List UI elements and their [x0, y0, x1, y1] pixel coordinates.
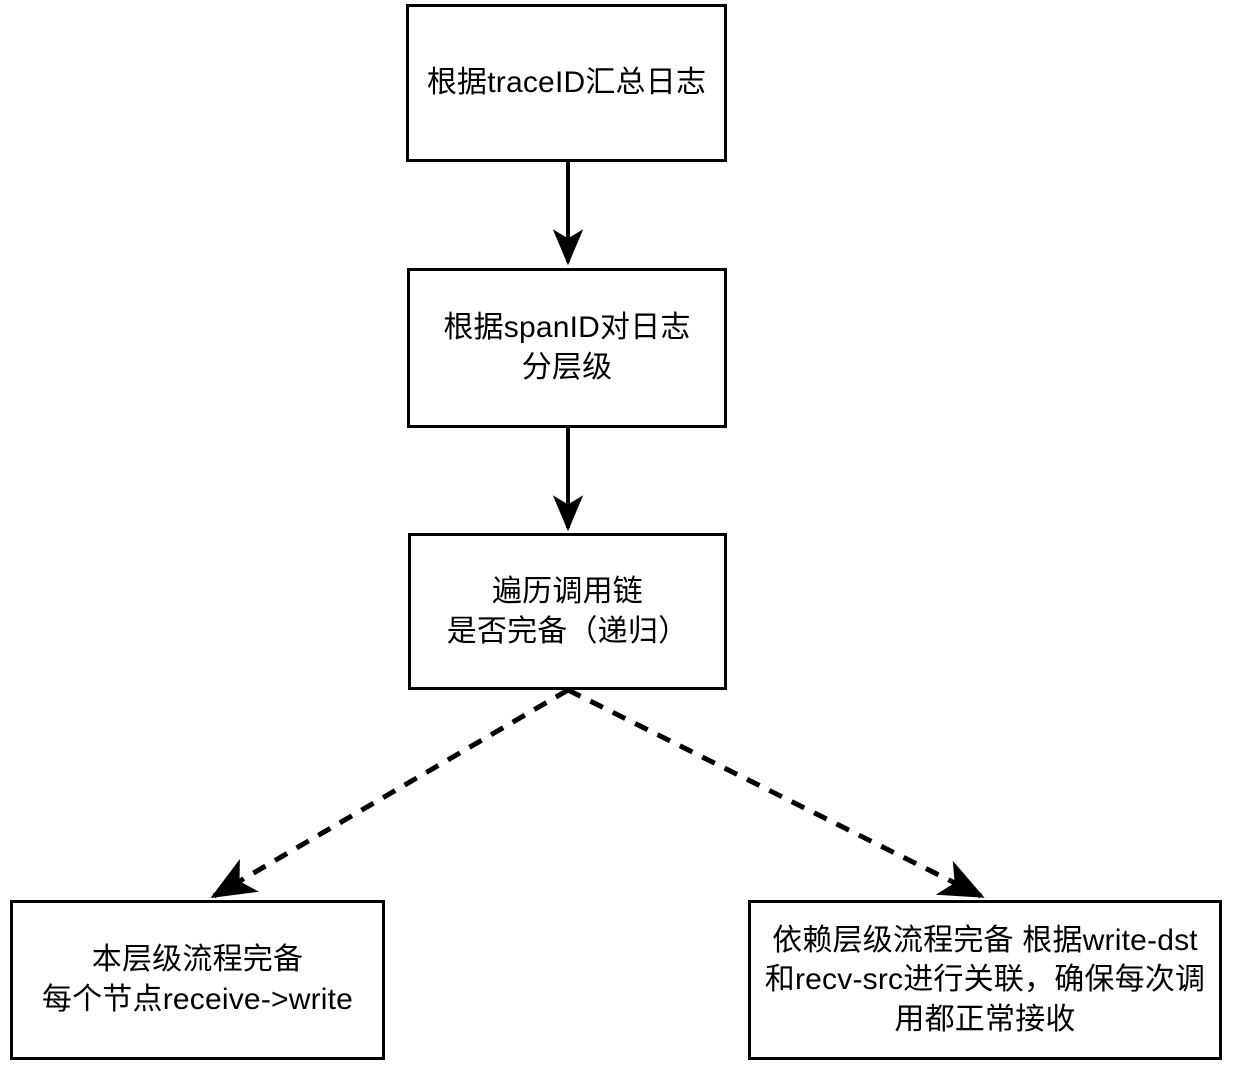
node-span-layering[interactable]: 根据spanID对日志分层级: [407, 268, 727, 428]
node-traverse-callchain[interactable]: 遍历调用链 是否完备（递归）: [408, 533, 727, 690]
node-local-label: 本层级流程完备 每个节点receive->write: [41, 943, 354, 1016]
node-dependent-level-complete[interactable]: 依赖层级流程完备 根据write-dst和recv-src进行关联，确保每次调用…: [748, 900, 1222, 1060]
node-depend-label: 依赖层级流程完备 根据write-dst和recv-src进行关联，确保每次调用…: [764, 923, 1206, 1036]
node-traverse-label: 遍历调用链 是否完备（递归）: [446, 574, 689, 648]
edge-traverse-to-depend: [566, 687, 985, 899]
node-local-level-complete[interactable]: 本层级流程完备 每个节点receive->write: [10, 900, 385, 1060]
edge-traverse-to-local: [210, 687, 570, 899]
node-trace-aggregate[interactable]: 根据traceID汇总日志: [406, 4, 727, 162]
node-trace-label: 根据traceID汇总日志: [426, 66, 707, 100]
node-span-label: 根据spanID对日志分层级: [443, 311, 691, 384]
